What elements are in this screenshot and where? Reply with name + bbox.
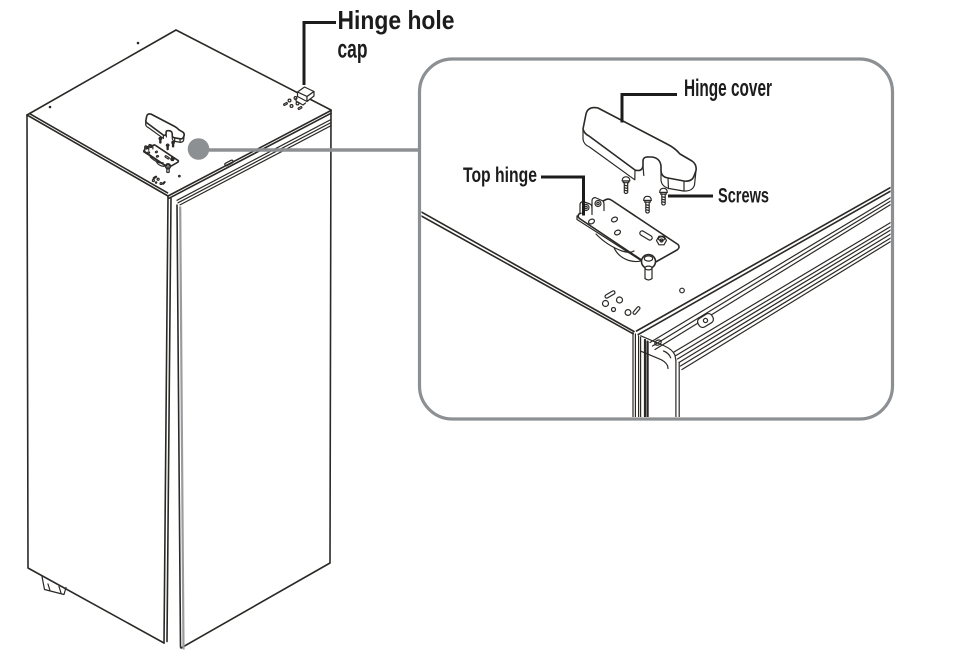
enlarged-door-front-band	[673, 221, 891, 371]
fridge-door-gap-gray	[179, 206, 185, 650]
label-hinge-hole-cap-line2: cap	[338, 34, 368, 64]
label-screws: Screws	[718, 185, 769, 208]
leader-top-hinge	[541, 175, 585, 216]
fridge-top-left-rim	[26, 112, 169, 197]
enlarged-corner-seam	[632, 331, 642, 417]
top-hinge-assembly-mini	[144, 114, 185, 185]
fridge-foot	[41, 575, 67, 596]
fridge-door-top-trim	[176, 118, 332, 206]
fridge-top-front-rim	[167, 109, 332, 199]
fridge-left-face-edges	[26, 114, 165, 644]
label-hinge-cover: Hinge cover	[684, 75, 772, 102]
enlarged-door-corner-flange	[640, 335, 680, 417]
fridge-top-back-edges	[26, 29, 332, 116]
enlarged-top-left-rim	[421, 211, 635, 335]
fridge-corner-seam	[163, 195, 172, 644]
leader-hinge-cover	[620, 93, 677, 123]
callout-dot	[187, 138, 210, 160]
label-hinge-hole-cap-line1: Hinge hole	[338, 5, 455, 35]
top-hinge-label-group: Top hinge	[463, 164, 585, 216]
enlarged-latch-tab	[696, 312, 715, 329]
hinge-cover-label-group: Hinge cover	[620, 75, 772, 123]
fridge-door-edge	[176, 204, 182, 648]
fridge-trim-slot	[224, 159, 234, 167]
top-hole-dot	[136, 41, 140, 45]
enlarged-top-front-rim	[635, 186, 891, 336]
leader-hinge-hole-cap	[302, 21, 336, 85]
refrigerator-illustration	[26, 29, 332, 650]
enlarged-door-top-strip	[649, 196, 891, 351]
hinge-hole-cap-label-group: Hinge hole cap	[302, 5, 455, 85]
label-top-hinge: Top hinge	[463, 164, 537, 187]
top-hole-dot	[48, 105, 52, 109]
fridge-door-right-bottom-edges	[180, 109, 332, 649]
enlarged-corner-view	[421, 108, 891, 417]
screws-label-group: Screws	[668, 185, 769, 208]
cap-hole-pattern	[283, 95, 303, 110]
